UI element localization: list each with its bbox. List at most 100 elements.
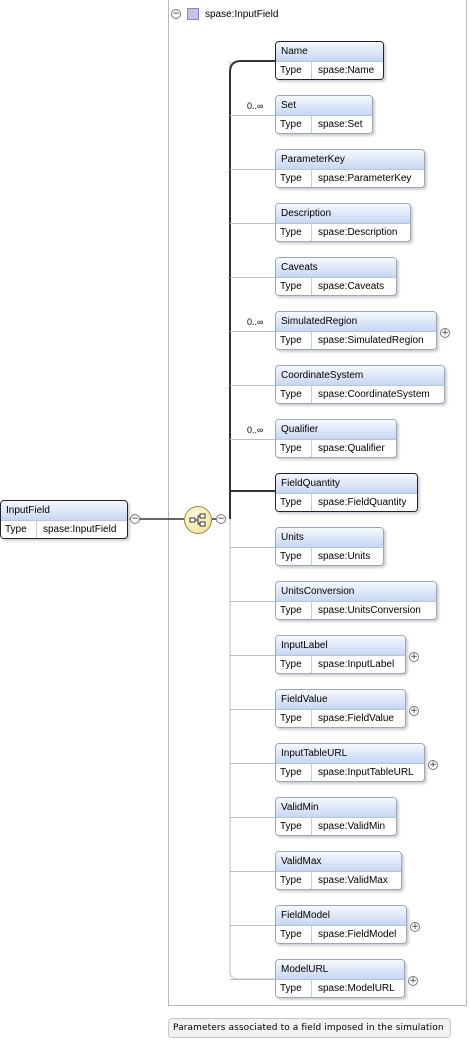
root-element-name: InputField [1,501,127,520]
element-name: InputLabel [276,636,405,655]
element-type-value: spase:SimulatedRegion [318,335,424,346]
element-name: Units [276,528,383,547]
element-type-value: spase:ParameterKey [318,173,412,184]
element-type-label: Type [276,980,312,997]
expand-icon[interactable]: + [409,705,419,716]
element-type-value: spase:Description [318,227,398,238]
element-name: CoordinateSystem [276,366,444,385]
element-type-label: Type [276,602,312,619]
element-type-label: Type [276,548,312,565]
connector-line [230,331,275,332]
element-name: Name [276,42,383,61]
complex-type-title: spase:InputField [205,8,279,20]
occurrence-label: 0..∞ [247,317,264,327]
connector-line [230,763,275,764]
expand-icon[interactable]: + [409,651,419,662]
element-type-label: Type [276,440,312,457]
complex-type-icon [187,8,199,20]
sequence-collapse-icon[interactable]: − [216,513,226,524]
connector-line [230,439,275,440]
element-type-value: spase:Set [318,119,363,130]
root-collapse-icon[interactable]: − [130,513,140,524]
element-name: Set [276,96,372,115]
element-name: FieldValue [276,690,405,709]
element-type-label: Type [276,62,312,79]
element-name: FieldQuantity [276,474,417,493]
element-name: ModelURL [276,960,404,979]
element-type-value: spase:FieldModel [318,929,397,940]
element-type-value: spase:Units [318,551,371,562]
element-name: Description [276,204,410,223]
element-type-label: Type [276,494,312,511]
element-type-value: spase:Name [318,65,375,76]
element-type-value: spase:UnitsConversion [318,605,421,616]
connector-line [230,223,275,224]
complex-type-header: − spase:InputField [171,5,278,23]
element-name: InputTableURL [276,744,424,763]
connector-line [230,169,275,170]
element-name: ValidMin [276,798,396,817]
element-name: UnitsConversion [276,582,436,601]
sequence-compositor-icon[interactable] [184,506,212,534]
root-type-label: Type [1,521,37,538]
root-element-inputfield[interactable]: InputField Type spase:InputField [0,500,128,539]
element-type-label: Type [276,926,312,943]
element-name: Qualifier [276,420,396,439]
connector-line [230,817,275,818]
element-type-label: Type [276,386,312,403]
root-type-value: spase:InputField [43,524,117,535]
element-type-value: spase:InputLabel [318,659,395,670]
connector-line [230,979,275,980]
element-type-value: spase:ModelURL [318,983,395,994]
connector-line [230,655,275,656]
occurrence-label: 0..∞ [247,101,264,111]
element-type-label: Type [276,656,312,673]
element-type-value: spase:Qualifier [318,443,385,454]
element-type-value: spase:ValidMax [318,875,388,886]
connector-line [230,115,275,116]
expand-icon[interactable]: + [428,759,438,770]
element-type-label: Type [276,818,312,835]
expand-icon[interactable]: + [408,975,418,986]
element-type-value: spase:FieldValue [318,713,394,724]
element-type-value: spase:Caveats [318,281,385,292]
connector-line [230,385,275,386]
element-type-label: Type [276,170,312,187]
documentation-annotation: Parameters associated to a field imposed… [168,1018,451,1038]
element-type-value: spase:CoordinateSystem [318,389,430,400]
element-type-label: Type [276,872,312,889]
element-type-value: spase:FieldQuantity [318,497,407,508]
element-name: FieldModel [276,906,406,925]
connector-line [230,601,275,602]
element-type-label: Type [276,278,312,295]
connector-line [230,925,275,926]
expand-icon[interactable]: + [440,327,450,338]
collapse-icon[interactable]: − [171,8,181,19]
connector-line [230,871,275,872]
connector-line [230,277,275,278]
element-type-label: Type [276,764,312,781]
element-type-label: Type [276,116,312,133]
element-name: ValidMax [276,852,401,871]
element-type-label: Type [276,710,312,727]
element-type-value: spase:InputTableURL [318,767,414,778]
expand-icon[interactable]: + [410,921,420,932]
